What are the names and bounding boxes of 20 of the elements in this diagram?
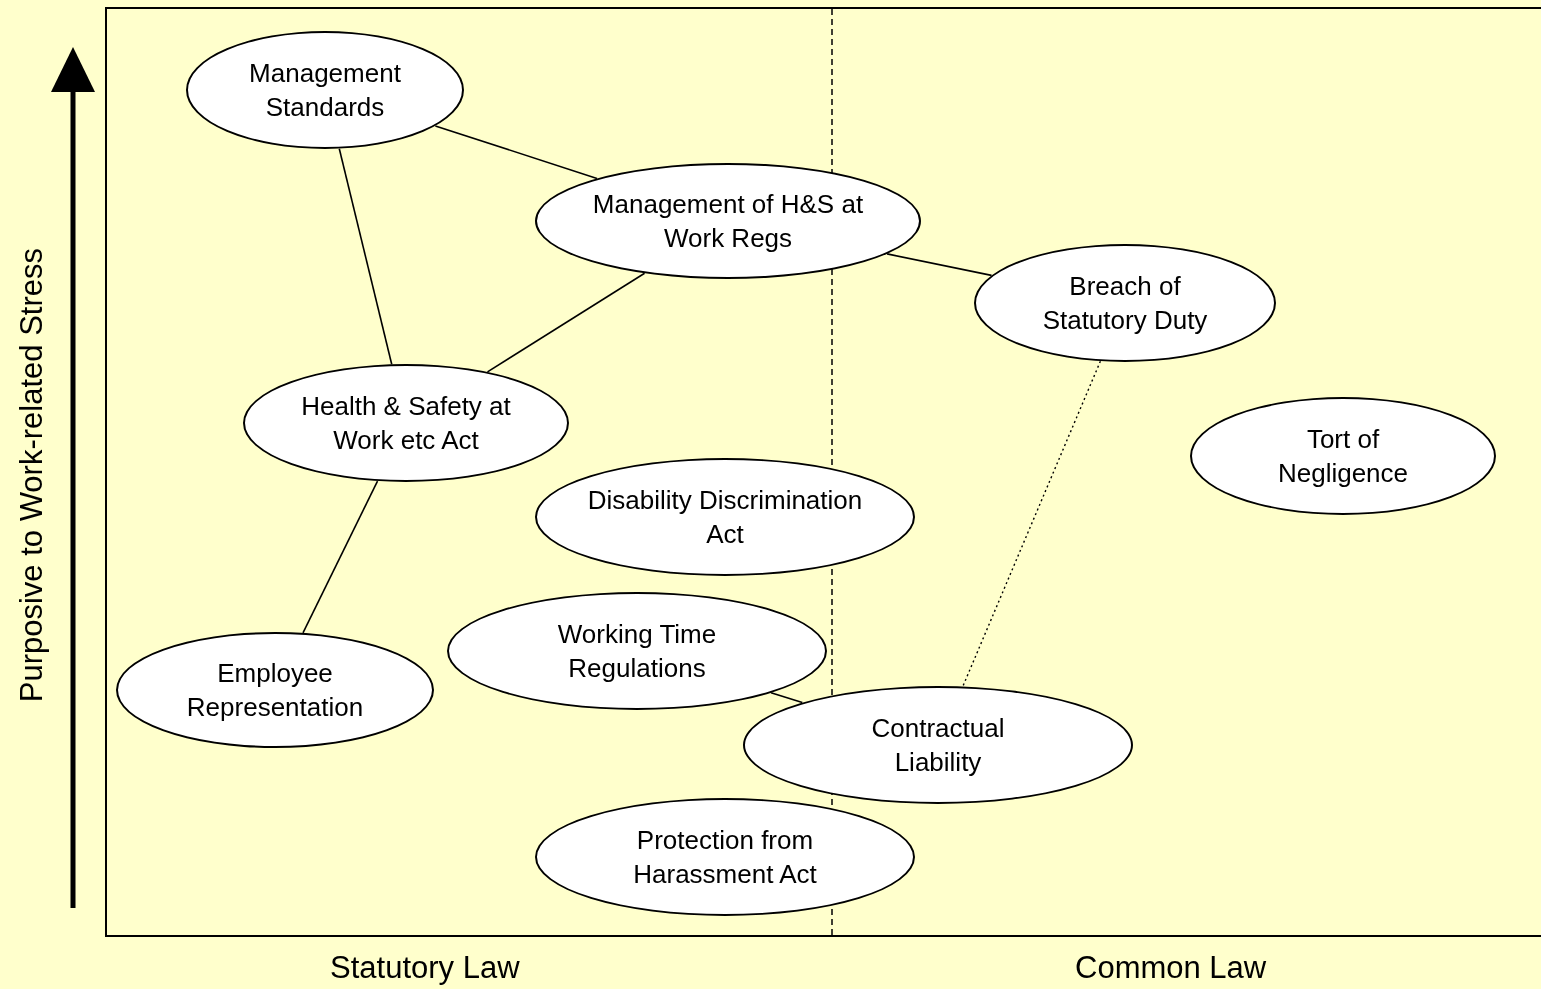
connector-line [770, 692, 804, 704]
node-label: Contractual Liability [870, 712, 1006, 779]
node-label: Management of H&S at Work Regs [591, 188, 865, 255]
connector-line [338, 147, 393, 365]
node-label: Working Time Regulations [556, 618, 718, 685]
node-label: Disability Discrimination Act [586, 484, 864, 551]
node-label: Protection from Harassment Act [632, 824, 818, 891]
node-label: Breach of Statutory Duty [1041, 270, 1209, 337]
connector-line [886, 253, 993, 277]
connector-line [486, 272, 646, 373]
column-label: Statutory Law [330, 950, 520, 986]
connector-line [302, 480, 379, 634]
node-label: Employee Representation [185, 657, 365, 724]
node-label: Tort of Negligence [1276, 423, 1410, 490]
connector-line [962, 360, 1102, 688]
node-label: Health & Safety at Work etc Act [300, 390, 512, 457]
axis-title: Purposive to Work-related Stress [14, 248, 50, 703]
node-label: Management Standards [248, 57, 402, 124]
connector-line [434, 125, 598, 180]
column-label: Common Law [1075, 950, 1267, 986]
